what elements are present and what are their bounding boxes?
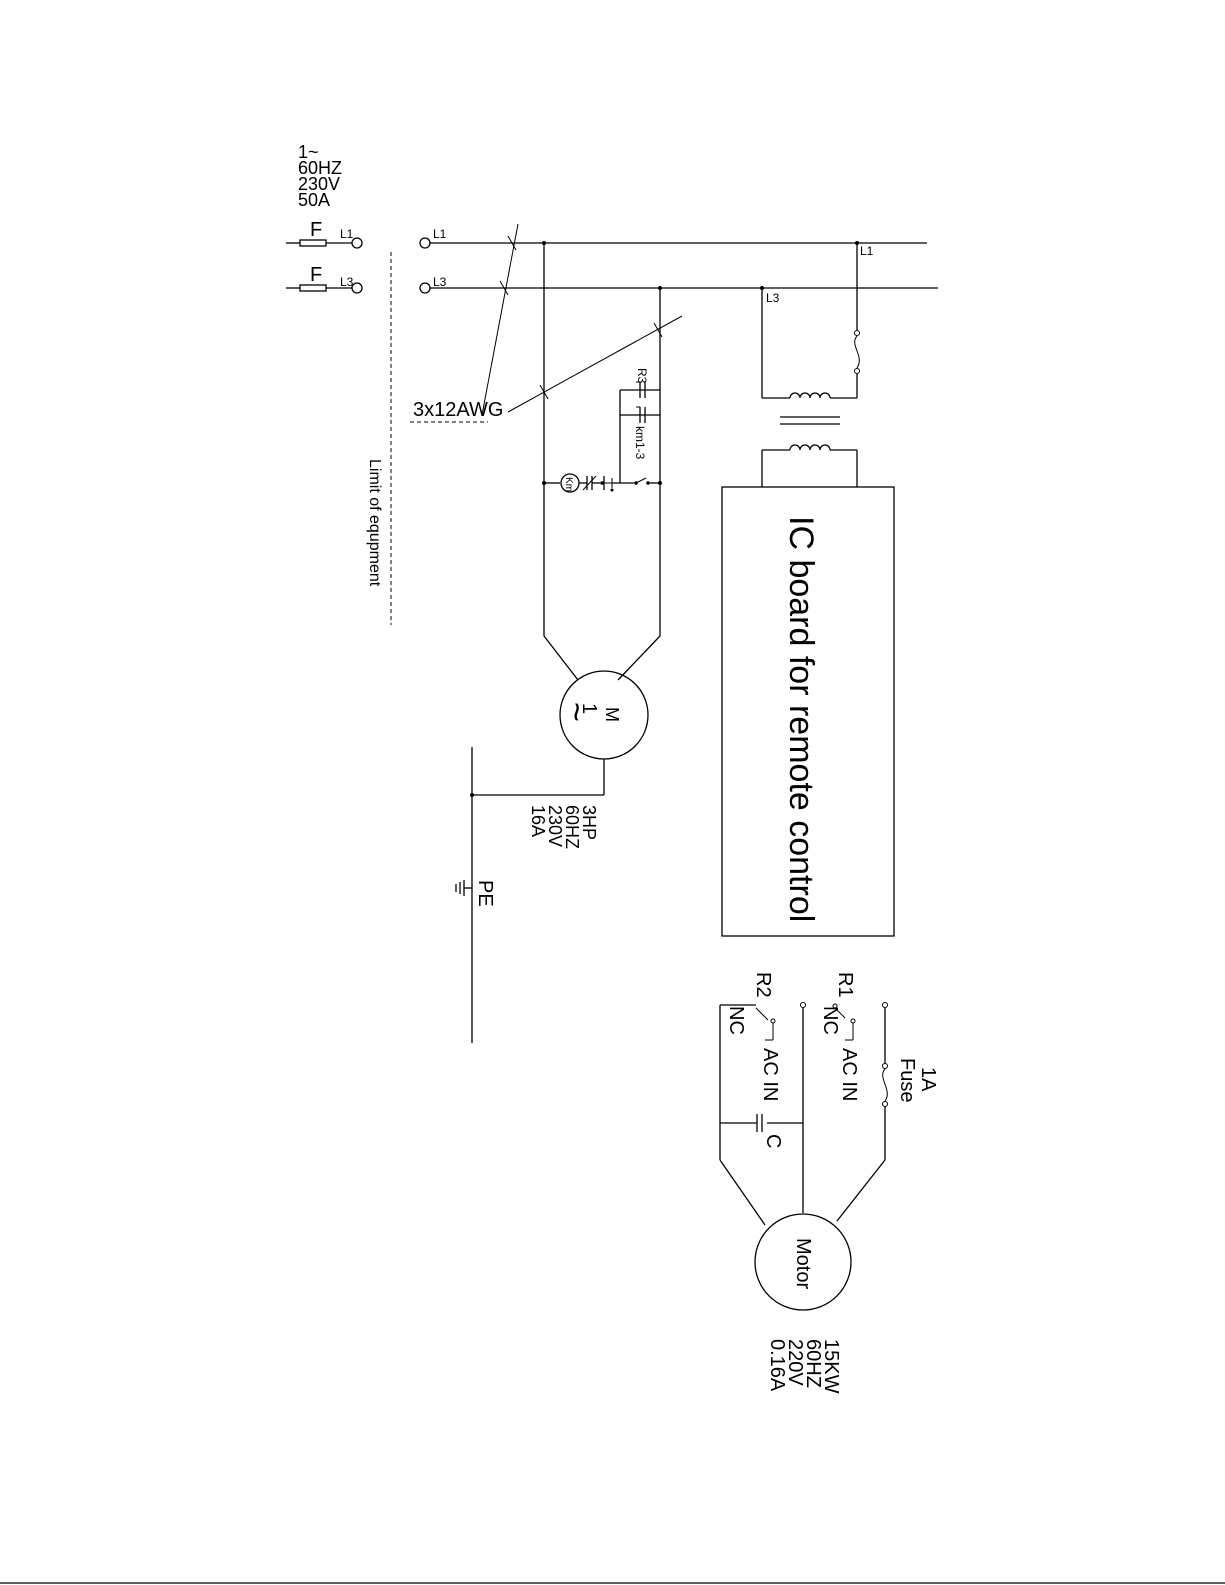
thermal-switch-icon: [634, 478, 650, 485]
ground-icon: [456, 880, 464, 896]
km-label: km1-3: [633, 426, 647, 460]
fuse-icon: [883, 1064, 888, 1107]
busbar-l1: L1: [420, 227, 927, 248]
relay-circuit: R1 NC AC IN R2 NC AC IN 1A Fuse: [720, 972, 939, 1225]
small-motor-label: Motor: [792, 1238, 814, 1289]
ground-label: PE: [474, 880, 496, 907]
small-motor-current: 0.16A: [766, 1339, 788, 1392]
r3-label: R3: [635, 368, 649, 384]
ic-board-label: IC board for remote control: [782, 516, 820, 922]
phase-label: L3: [340, 275, 354, 289]
motor-current: 16A: [528, 805, 548, 837]
transformer-secondary-icon: [790, 445, 830, 450]
relay-r2-label: R2: [752, 972, 774, 998]
motor-symbol-m: M: [602, 707, 622, 722]
tap-label-l3: L3: [766, 291, 780, 305]
terminal-icon: [420, 283, 430, 293]
fuse-rating-label: 1A: [917, 1067, 939, 1092]
cable-spec-label: 3x12AWG: [413, 399, 503, 421]
main-motor: M 1 ~ 3HP 60HZ 230V 16A: [470, 671, 648, 849]
supply-current: 50A: [298, 190, 330, 210]
motor-symbol-tilde: ~: [557, 702, 595, 722]
fuse-label: F: [310, 264, 322, 286]
contactor-control-circuit: R3 km1-3 Km: [542, 368, 662, 492]
motor-branch-wiring: [542, 241, 662, 680]
phase-label: L3: [433, 275, 447, 289]
relay-r1-label: R1: [834, 972, 856, 998]
coil-label: Km: [563, 477, 574, 492]
busbar-l3: L3: [420, 275, 938, 293]
phase-label: L1: [433, 227, 447, 241]
terminal-icon: [352, 283, 362, 293]
capacitor-icon: [757, 1114, 762, 1132]
capacitor-label: C: [762, 1134, 784, 1148]
ic-board: IC board for remote control: [722, 487, 894, 936]
protective-earth: PE: [456, 747, 496, 1043]
relay-r1-acin-label: AC IN: [838, 1048, 860, 1101]
terminal-icon: [352, 238, 362, 248]
supply-ratings: 1~ 60HZ 230V 50A: [298, 142, 342, 210]
relay-r2-nc-label: NC: [725, 1006, 747, 1035]
supply-fuse-l3: F L3: [286, 264, 362, 293]
cable-leaders: 3x12AWG: [410, 224, 682, 422]
equipment-limit-label: Limit of equpment: [366, 459, 383, 587]
fuse-name-label: Fuse: [896, 1058, 918, 1102]
fuse-icon: [855, 331, 860, 374]
terminal-icon: [420, 238, 430, 248]
supply-fuse-l1: F L1: [286, 219, 362, 248]
transformer-primary-icon: [790, 393, 830, 398]
tap-label-l1: L1: [860, 244, 874, 258]
phase-label: L1: [340, 227, 354, 241]
relay-r2-acin-label: AC IN: [759, 1048, 781, 1101]
stop-button-icon: [604, 476, 614, 492]
transformer-circuit: L1 L3: [760, 241, 874, 487]
small-motor: Motor 15KW 60HZ 220V 0.16A: [755, 1214, 851, 1394]
fuse-label: F: [310, 219, 322, 241]
